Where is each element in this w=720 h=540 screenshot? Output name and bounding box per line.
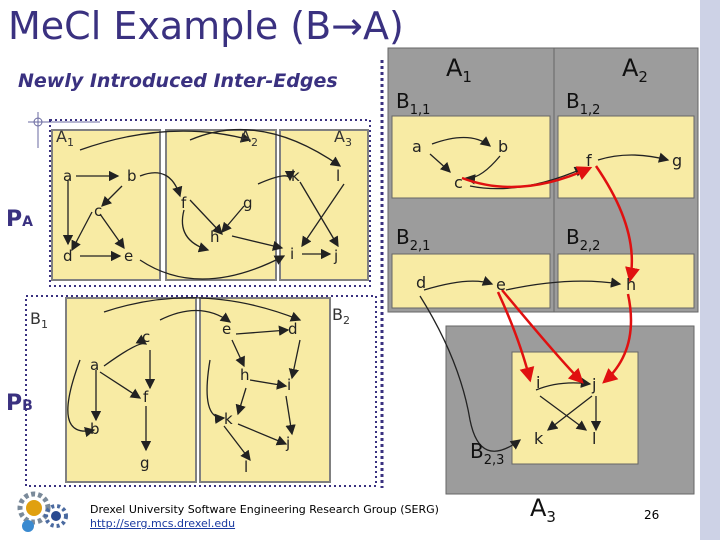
right-node-g: g [672, 151, 682, 170]
partition-b-group: B1 B2 PB a b c e d h f i k g l j [6, 295, 377, 487]
right-node-l: l [592, 429, 596, 448]
pa-node-d: d [63, 247, 73, 265]
subcluster-b21-label: B2,1 [396, 225, 430, 254]
pa-node-l: l [336, 167, 340, 185]
right-cluster-a2-label: A2 [622, 54, 648, 86]
cluster-b2-label: B2 [332, 305, 350, 327]
pa-node-e: e [124, 247, 133, 265]
cluster-a1-label: A1 [56, 127, 74, 149]
right-node-c: c [454, 173, 463, 192]
pb-node-c: c [142, 328, 150, 346]
pa-node-h: h [210, 228, 220, 246]
subcluster-b11-label: B1,1 [396, 89, 430, 118]
slide-title: MeCl Example (B→A) [8, 4, 404, 48]
pb-node-a: a [90, 356, 99, 374]
pb-node-f: f [143, 388, 149, 406]
cluster-b1-box [65, 297, 197, 483]
subcluster-b23-label: B2,3 [470, 439, 504, 468]
right-node-j: j [591, 375, 596, 394]
partition-b-label: PB [6, 391, 33, 416]
slide-right-edge-band [700, 0, 720, 540]
subcluster-b12-label: B1,2 [566, 89, 600, 118]
pa-node-f: f [181, 194, 187, 212]
right-node-f: f [586, 151, 592, 170]
right-node-b: b [498, 137, 508, 156]
pb-node-d: d [288, 320, 298, 338]
cluster-b1-label: B1 [30, 309, 48, 331]
pa-node-k: k [291, 167, 300, 185]
right-node-i: i [536, 373, 540, 392]
pb-node-i: i [287, 376, 291, 394]
right-node-d: d [416, 273, 426, 292]
right-cluster-a1-label: A1 [446, 54, 472, 86]
pa-node-g: g [243, 194, 253, 212]
cluster-a2-box [165, 129, 277, 281]
pa-node-j: j [333, 247, 338, 265]
subcluster-b12-box [557, 115, 695, 199]
pa-node-b: b [127, 167, 137, 185]
pb-node-e: e [222, 320, 231, 338]
partition-a-border [49, 119, 371, 287]
cluster-a3-label: A3 [334, 127, 352, 149]
partition-a-label: PA [6, 207, 33, 232]
right-cluster-a3-label: A3 [530, 494, 556, 526]
pb-node-b: b [90, 420, 100, 438]
page-number: 26 [644, 508, 660, 522]
crosshair-decoration [28, 112, 100, 148]
pa-node-a: a [63, 167, 72, 185]
pa-node-i: i [290, 245, 294, 263]
right-node-e: e [496, 275, 506, 294]
subcluster-b22-label: B2,2 [566, 225, 600, 254]
pa-node-c: c [94, 202, 102, 220]
partition-b-border [25, 295, 377, 487]
partition-a-group: A1 A2 A3 PA a b c d e f g h k l i j [6, 119, 371, 287]
pb-node-k: k [224, 410, 233, 428]
gear-logo-icon [17, 491, 68, 532]
footer: Drexel University Software Engineering R… [90, 503, 439, 531]
subcluster-b23-box [511, 351, 639, 465]
cluster-a2-label: A2 [240, 127, 258, 149]
right-combined-group: A1 A2 A3 B1,1 B1,2 B2,1 B2,2 B2,3 a b c … [387, 47, 699, 526]
footer-link[interactable]: http://serg.mcs.drexel.edu [90, 517, 236, 530]
cluster-b2-box [199, 297, 331, 483]
right-node-h: h [626, 275, 636, 294]
right-node-a: a [412, 137, 422, 156]
pb-node-j: j [285, 434, 290, 452]
right-node-k: k [534, 429, 544, 448]
pb-node-g: g [140, 454, 150, 472]
pb-node-h: h [240, 366, 250, 384]
diagram-subtitle: Newly Introduced Inter-Edges [18, 70, 338, 92]
footer-org-text: Drexel University Software Engineering R… [90, 503, 439, 516]
pb-node-l: l [244, 458, 248, 476]
